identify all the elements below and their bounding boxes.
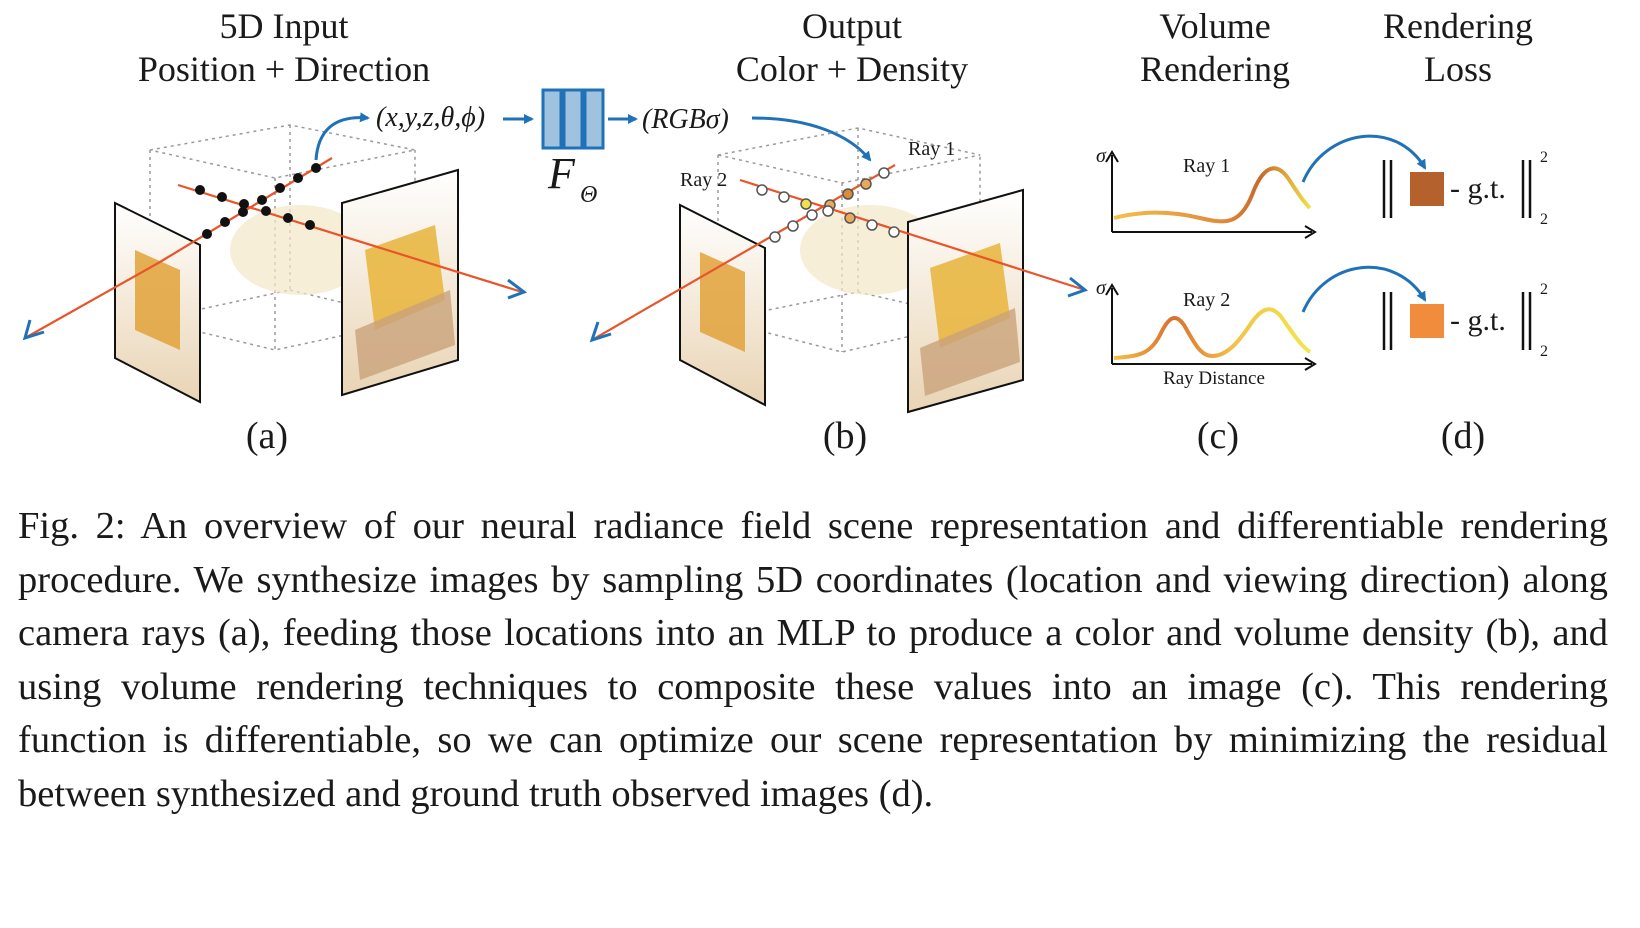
rendered-color-swatch-2 xyxy=(1410,304,1444,338)
camera-arrow-left-b xyxy=(589,321,612,343)
loss-term-2 xyxy=(1382,292,1532,350)
norm-sup-1: 2 xyxy=(1540,149,1548,166)
heading-volume-line1: Volume xyxy=(1159,6,1270,46)
panel-label-d: (d) xyxy=(1441,415,1485,457)
panel-a-scene xyxy=(22,112,528,404)
norm-sub-1: 2 xyxy=(1540,211,1548,228)
faded-bulldozer xyxy=(230,205,370,295)
panel-label-a: (a) xyxy=(246,415,288,457)
plot-ray2-label: Ray 2 xyxy=(1183,289,1230,311)
ray2-label-b: Ray 2 xyxy=(680,169,727,191)
camera-arrow-left xyxy=(22,319,45,341)
output-tuple: (RGBσ) xyxy=(642,104,729,135)
density-curve-ray1 xyxy=(1113,166,1312,224)
input-tuple: (x,y,z,θ,ϕ) xyxy=(376,102,485,133)
arrow-to-loss-1 xyxy=(1301,134,1427,183)
plot-ray1-label: Ray 1 xyxy=(1183,155,1230,177)
right-image-ground xyxy=(355,290,455,380)
loss-term-1 xyxy=(1382,160,1532,218)
right-image-ground-b xyxy=(920,308,1020,396)
sample-points-b xyxy=(756,167,900,243)
rendered-color-swatch-1 xyxy=(1410,172,1444,206)
ray1-label-b: Ray 1 xyxy=(908,138,955,160)
panel-d-loss: - g.t. 2 2 - g.t. 2 2 xyxy=(1301,134,1548,360)
density-curve-ray2 xyxy=(1113,307,1312,360)
ray-a-left-out xyxy=(24,261,161,339)
left-image-content xyxy=(135,250,180,350)
ray-distance-label: Ray Distance xyxy=(1163,368,1265,389)
heading-loss-line2: Loss xyxy=(1424,49,1492,89)
ray-a-2 xyxy=(177,183,523,294)
left-image-content-b xyxy=(700,252,745,352)
gt-label-1: - g.t. xyxy=(1450,172,1506,205)
network-subscript: Θ xyxy=(580,182,597,208)
heading-loss-line1: Rendering xyxy=(1383,6,1533,46)
plot-ray2 xyxy=(1105,283,1317,371)
arrow-to-input-tuple xyxy=(314,112,370,161)
heading-output-line2: Color + Density xyxy=(736,49,968,89)
gt-label-2: - g.t. xyxy=(1450,304,1506,337)
sigma-label-2: σ xyxy=(1096,277,1107,299)
heading-input-line1: 5D Input xyxy=(220,6,349,46)
plot-ray1 xyxy=(1105,150,1317,239)
norm-sup-2: 2 xyxy=(1540,281,1548,298)
arrow-to-loss-2 xyxy=(1301,265,1427,313)
heading-output-line1: Output xyxy=(802,6,902,46)
heading-volume-line2: Rendering xyxy=(1140,49,1290,89)
sample-points-a xyxy=(195,163,321,239)
mlp-network-icon xyxy=(541,88,605,150)
panel-label-c: (c) xyxy=(1197,415,1239,457)
sigma-label-1: σ xyxy=(1096,145,1107,167)
panel-label-b: (b) xyxy=(823,415,867,457)
ray-b-2 xyxy=(739,178,1086,292)
faded-bulldozer-b xyxy=(800,205,940,295)
arrow-from-output-tuple xyxy=(751,116,872,162)
camera-arrow-right xyxy=(507,278,528,300)
camera-arrow-right-b xyxy=(1067,276,1089,298)
nerf-overview-figure: 5D Input Position + Direction Output Col… xyxy=(22,6,1548,457)
panel-c-plots: σ Ray 1 σ Ray 2 Ray Distance xyxy=(1096,145,1317,389)
panel-b-scene xyxy=(589,116,1089,414)
figure-caption: Fig. 2: An overview of our neural radian… xyxy=(18,505,1608,815)
heading-input-line2: Position + Direction xyxy=(138,49,430,89)
network-label: F xyxy=(547,149,576,198)
norm-sub-2: 2 xyxy=(1540,343,1548,360)
